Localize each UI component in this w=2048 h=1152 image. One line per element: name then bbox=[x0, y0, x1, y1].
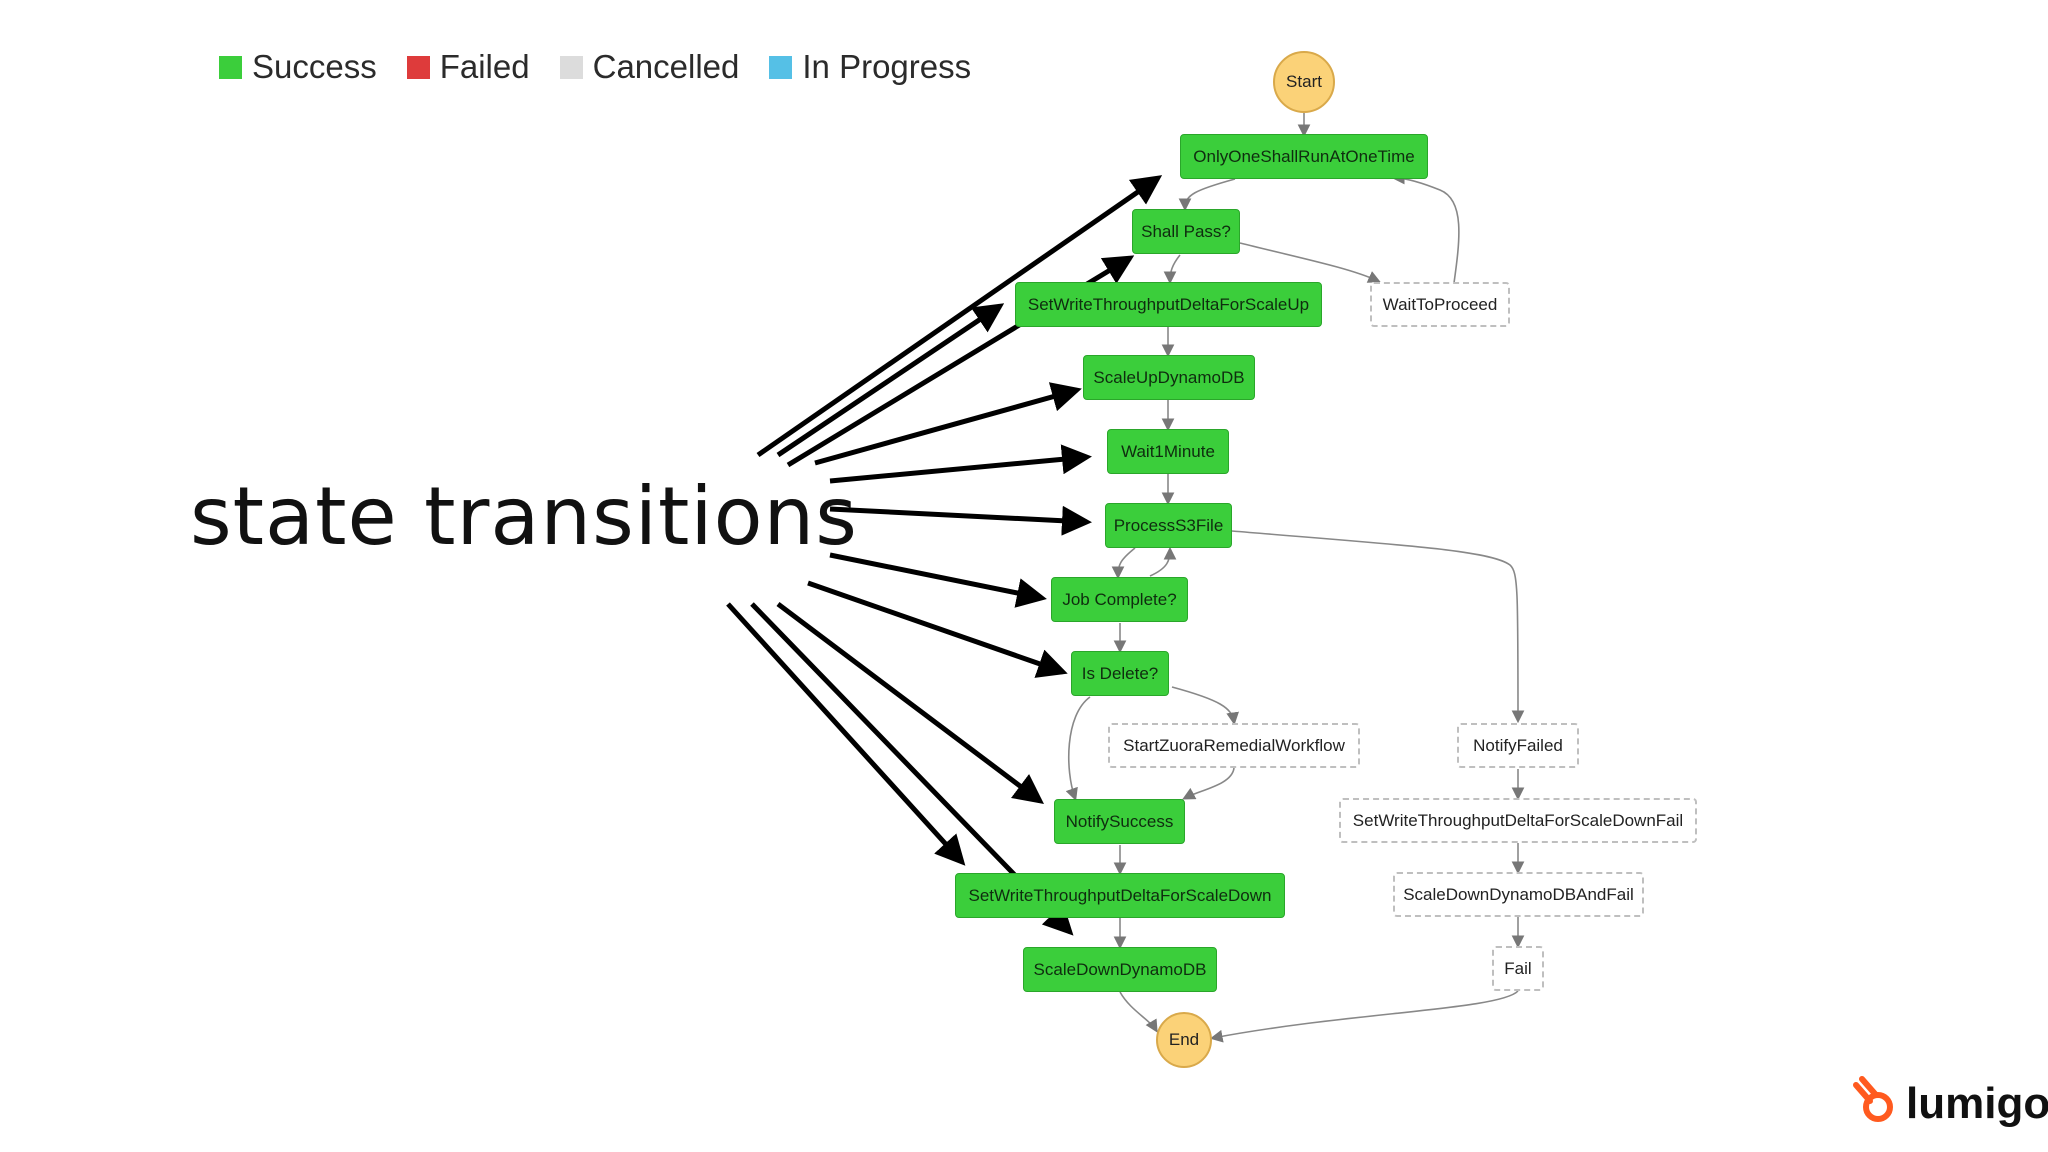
lumigo-logo: lumigo bbox=[1848, 1075, 2048, 1132]
node-only-one-shall-run-label: OnlyOneShallRunAtOneTime bbox=[1193, 146, 1415, 166]
legend-swatch-failed bbox=[406, 55, 430, 79]
state-transitions-label: state transitions bbox=[190, 470, 858, 563]
annotation-arrow-7 bbox=[829, 552, 1047, 608]
node-notify-failed[interactable]: NotifyFailed bbox=[1457, 723, 1579, 768]
node-job-complete-label: Job Complete? bbox=[1062, 589, 1177, 609]
legend-label-failed: Failed bbox=[439, 48, 530, 85]
node-end[interactable]: End bbox=[1156, 1012, 1212, 1068]
node-notify-success-label: NotifySuccess bbox=[1065, 811, 1174, 831]
edge-wait-only bbox=[1391, 171, 1460, 284]
legend-item-cancelled: Cancelled bbox=[559, 48, 740, 86]
edge-scaledown-end bbox=[1119, 991, 1158, 1033]
legend-label-cancelled: Cancelled bbox=[592, 48, 740, 85]
annotation-arrow-11 bbox=[726, 602, 966, 866]
node-set-scale-down-label: SetWriteThroughputDeltaForScaleDown bbox=[968, 885, 1272, 905]
node-scale-up-dynamodb[interactable]: ScaleUpDynamoDB bbox=[1083, 355, 1255, 400]
legend-item-failed: Failed bbox=[406, 48, 530, 86]
edge-zuora-notify bbox=[1182, 767, 1235, 800]
annotation-arrow-5 bbox=[829, 444, 1092, 484]
node-process-s3-file[interactable]: ProcessS3File bbox=[1105, 503, 1232, 548]
node-shall-pass-label: Shall Pass? bbox=[1141, 221, 1231, 241]
node-is-delete-label: Is Delete? bbox=[1081, 663, 1159, 683]
edge-isdelete-notify bbox=[1065, 696, 1091, 802]
node-scale-down-dynamodb-label: ScaleDownDynamoDB bbox=[1033, 959, 1207, 979]
legend-label-success: Success bbox=[252, 48, 377, 85]
edge-process-job bbox=[1111, 547, 1136, 580]
node-process-s3-file-label: ProcessS3File bbox=[1113, 515, 1224, 535]
node-shall-pass[interactable]: Shall Pass? bbox=[1132, 209, 1240, 254]
node-scale-down-and-fail-label: ScaleDownDynamoDBAndFail bbox=[1403, 884, 1634, 904]
node-wait-1-minute[interactable]: Wait1Minute bbox=[1107, 429, 1229, 474]
annotation-arrow-8 bbox=[807, 580, 1068, 678]
legend-label-in-progress: In Progress bbox=[802, 48, 972, 85]
node-end-label: End bbox=[1168, 1030, 1200, 1049]
legend-item-success: Success bbox=[219, 48, 377, 86]
legend-swatch-cancelled bbox=[559, 55, 583, 79]
edge-job-process bbox=[1149, 546, 1177, 577]
node-scale-down-and-fail[interactable]: ScaleDownDynamoDBAndFail bbox=[1393, 872, 1644, 917]
node-start-zuora-remedial-workflow[interactable]: StartZuoraRemedialWorkflow bbox=[1108, 723, 1360, 768]
node-fail[interactable]: Fail bbox=[1492, 946, 1544, 991]
node-notify-success[interactable]: NotifySuccess bbox=[1054, 799, 1185, 844]
legend-swatch-success bbox=[219, 55, 242, 79]
node-notify-failed-label: NotifyFailed bbox=[1473, 735, 1563, 755]
lumigo-logo-icon bbox=[1848, 1075, 1900, 1132]
edge-isdelete-zuora bbox=[1171, 686, 1239, 726]
node-start[interactable]: Start bbox=[1273, 51, 1335, 113]
legend-item-in-progress: In Progress bbox=[769, 48, 971, 86]
lumigo-logo-text: lumigo bbox=[1906, 1078, 2048, 1128]
legend: Success Failed Cancelled In Progress bbox=[219, 48, 1001, 86]
annotation-arrow-2 bbox=[776, 303, 1005, 458]
edge-only-shallpass bbox=[1178, 178, 1236, 212]
node-set-scale-up-label: SetWriteThroughputDeltaForScaleUp bbox=[1027, 294, 1310, 314]
node-wait-to-proceed[interactable]: WaitToProceed bbox=[1370, 282, 1510, 327]
edge-shallpass-setup bbox=[1163, 254, 1181, 285]
annotation-arrow-9 bbox=[776, 602, 1044, 805]
node-set-scale-down-fail-label: SetWriteThroughputDeltaForScaleDownFail bbox=[1352, 810, 1684, 830]
edge-fail-end bbox=[1209, 990, 1519, 1043]
edge-process-notifyfailed bbox=[1231, 530, 1525, 724]
node-scale-up-dynamodb-label: ScaleUpDynamoDB bbox=[1093, 367, 1245, 387]
node-only-one-shall-run[interactable]: OnlyOneShallRunAtOneTime bbox=[1180, 134, 1428, 179]
node-wait-1-minute-label: Wait1Minute bbox=[1121, 441, 1215, 461]
annotation-arrow-6 bbox=[829, 505, 1092, 536]
node-fail-label: Fail bbox=[1504, 958, 1532, 978]
node-job-complete[interactable]: Job Complete? bbox=[1051, 577, 1188, 622]
annotation-arrow-4 bbox=[814, 382, 1082, 466]
node-scale-down-dynamodb[interactable]: ScaleDownDynamoDB bbox=[1023, 947, 1217, 992]
node-set-scale-up[interactable]: SetWriteThroughputDeltaForScaleUp bbox=[1015, 282, 1322, 327]
node-set-scale-down[interactable]: SetWriteThroughputDeltaForScaleDown bbox=[955, 873, 1285, 918]
node-start-label: Start bbox=[1286, 72, 1322, 91]
annotation-arrow-1 bbox=[756, 175, 1163, 458]
node-is-delete[interactable]: Is Delete? bbox=[1071, 651, 1169, 696]
node-start-zuora-remedial-workflow-label: StartZuoraRemedialWorkflow bbox=[1123, 735, 1345, 755]
edge-shallpass-wait bbox=[1239, 242, 1381, 283]
node-wait-to-proceed-label: WaitToProceed bbox=[1382, 294, 1498, 314]
node-set-scale-down-fail[interactable]: SetWriteThroughputDeltaForScaleDownFail bbox=[1339, 798, 1697, 843]
legend-swatch-in-progress bbox=[769, 55, 793, 79]
